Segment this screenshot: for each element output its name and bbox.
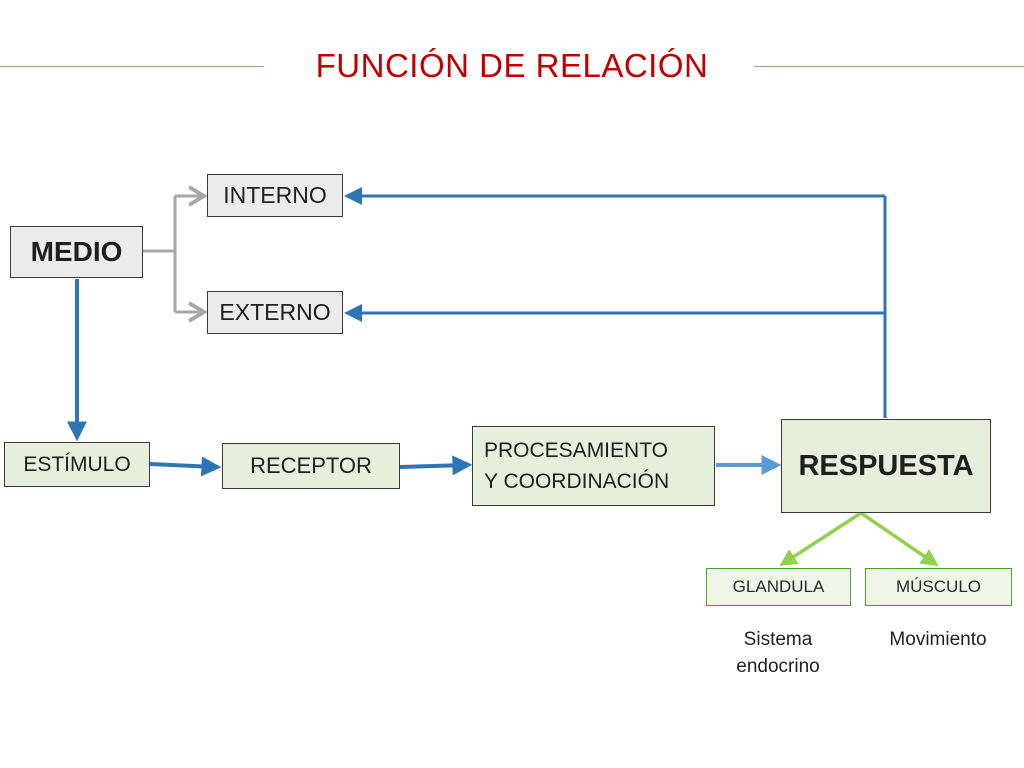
- caption-glandula: Sistema endocrino: [703, 626, 853, 680]
- caption-musculo-text: Movimiento: [889, 629, 987, 650]
- node-externo-label: EXTERNO: [219, 299, 331, 325]
- node-receptor-label: RECEPTOR: [250, 453, 372, 478]
- node-glandula: GLANDULA: [706, 568, 851, 606]
- caption-musculo: Movimiento: [863, 626, 1013, 653]
- arrow-receptor-to-procesamiento: [399, 455, 473, 476]
- node-procesamiento-label-line1: PROCESAMIENTO: [484, 439, 668, 462]
- node-interno: INTERNO: [207, 174, 343, 217]
- node-receptor: RECEPTOR: [222, 443, 400, 489]
- node-externo: EXTERNO: [207, 291, 343, 334]
- node-medio: MEDIO: [10, 226, 143, 278]
- node-interno-label: INTERNO: [223, 182, 327, 208]
- node-estimulo-label: ESTÍMULO: [23, 452, 131, 476]
- page-title: FUNCIÓN DE RELACIÓN: [315, 47, 709, 84]
- caption-glandula-line2: endocrino: [736, 656, 820, 677]
- title-rule-right: [754, 66, 1024, 67]
- node-respuesta-label: RESPUESTA: [798, 449, 974, 482]
- caption-glandula-line1: Sistema: [743, 629, 813, 650]
- node-estimulo: ESTÍMULO: [4, 442, 150, 487]
- arrow-respuesta-to-glandula: [779, 511, 862, 567]
- arrow-respuesta-to-musculo: [860, 511, 939, 567]
- node-procesamiento-label-line2: Y COORDINACIÓN: [484, 470, 670, 493]
- node-procesamiento: PROCESAMIENTO Y COORDINACIÓN: [472, 426, 715, 506]
- node-medio-label: MEDIO: [30, 236, 123, 267]
- node-musculo-label: MÚSCULO: [895, 577, 981, 596]
- feedback-connector: [344, 187, 887, 418]
- arrow-estimulo-to-receptor: [149, 456, 222, 477]
- node-respuesta: RESPUESTA: [781, 419, 991, 513]
- medio-branch-connector: [143, 196, 204, 312]
- node-glandula-label: GLANDULA: [732, 577, 825, 596]
- title-rule-left: [0, 66, 264, 67]
- node-musculo: MÚSCULO: [865, 568, 1012, 606]
